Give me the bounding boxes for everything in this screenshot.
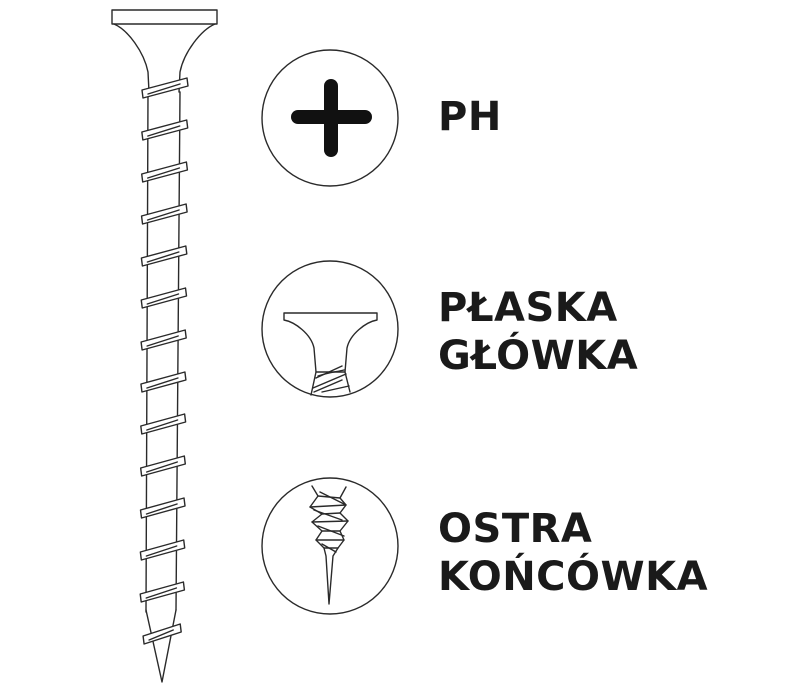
screw-thread-edge	[147, 125, 181, 137]
screw-thread-edge	[146, 251, 180, 263]
screw-tip-outline	[145, 609, 177, 683]
screw-thread-edge	[145, 461, 179, 473]
screw-thread-edge	[146, 209, 180, 221]
screw-thread-edge	[146, 335, 179, 347]
feature-label-line: GŁÓWKA	[438, 333, 639, 379]
screw-thread-edge	[145, 545, 178, 557]
screw-thread-edge	[146, 419, 179, 431]
phillips-cross-icon	[291, 79, 372, 157]
sharp-tip-icon	[309, 485, 349, 605]
screw-thread-edge	[145, 587, 178, 599]
screw-head-flare	[113, 23, 216, 93]
detail-circle-sharp-tip	[261, 477, 399, 615]
feature-label-sharp-tip: OSTRA KOŃCÓWKA	[438, 505, 708, 601]
screw-thread-edge	[148, 629, 174, 641]
screw-thread-edge	[147, 167, 181, 179]
feature-label-flat-head: PŁASKA GŁÓWKA	[438, 284, 638, 380]
screw-illustration	[111, 9, 218, 683]
flat-head-icon	[283, 312, 378, 396]
feature-label-line: KOŃCÓWKA	[438, 554, 709, 600]
feature-label-line: OSTRA	[438, 506, 593, 552]
screw-thread-edge	[146, 377, 179, 389]
feature-label-line: PŁASKA	[438, 285, 618, 331]
detail-circles	[261, 49, 399, 615]
screw-thread-edge	[146, 293, 180, 305]
feature-label-ph: PH	[438, 93, 502, 141]
screw-threads	[139, 77, 189, 645]
screw-thread-edge	[147, 83, 181, 95]
screw-head-plate	[111, 9, 218, 25]
feature-label-line: PH	[438, 94, 502, 140]
screw-thread-edge	[145, 503, 178, 515]
